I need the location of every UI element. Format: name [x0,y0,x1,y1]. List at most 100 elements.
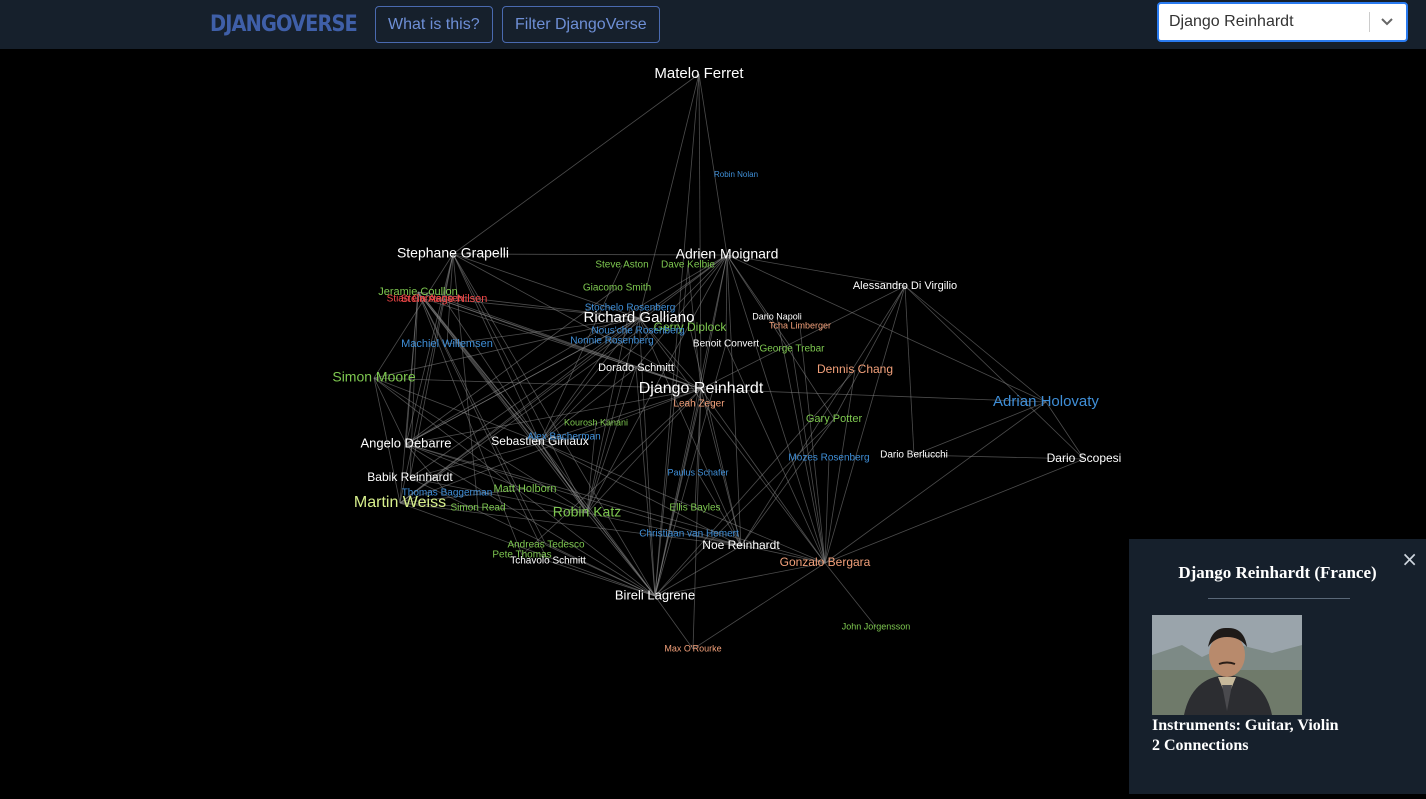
graph-node-label[interactable]: Ellis Bayles [669,503,720,514]
graph-node-label[interactable]: Stein Aage Nilsen [401,293,488,305]
graph-node-label[interactable]: Nous'che Rosenberg [591,326,684,337]
graph-node-label[interactable]: Benoit Convert [693,339,759,350]
graph-edge [405,254,728,445]
graph-edge [373,377,656,597]
graph-node-label[interactable]: Max O'Rourke [664,643,721,653]
graph-node-label[interactable]: Simon Moore [332,369,415,385]
graph-node-label[interactable]: Gerry Diplock [654,320,728,334]
graph-edge [424,298,541,443]
graph-edge [424,298,656,597]
graph-edge [409,253,454,479]
chevron-down-icon[interactable] [1378,12,1396,32]
graph-edge [405,443,448,494]
player-search-select[interactable]: Django Reinhardt [1157,2,1408,42]
graph-node-label[interactable]: Nonnie Rosenberg [570,336,653,347]
graph-edge [405,443,826,564]
graph-node-label[interactable]: Stian Carstensen [387,294,464,305]
graph-node-label[interactable]: Matelo Ferret [654,65,744,82]
graph-node-label[interactable]: Sebastien Giniaux [491,434,588,448]
graph-node-label[interactable]: George Trebar [759,344,825,355]
graph-edge [547,560,656,597]
graph-node-label[interactable]: Christiaan van Hemert [639,529,739,540]
graph-node-label[interactable]: Adrien Moignard [676,246,779,262]
graph-node-label[interactable]: Stochelo Rosenberg [585,303,676,314]
graph-node-label[interactable]: Gonzalo Bergara [780,555,871,569]
graph-edge [913,454,1085,460]
graph-node-label[interactable]: Dorado Schmitt [598,362,674,374]
graph-edge [539,340,613,443]
graph-node-label[interactable]: Alessandro Di Virgilio [853,280,957,292]
graph-edge [539,441,826,564]
graph-node-label[interactable]: Pete Thomas [492,550,551,561]
graph-edge [698,73,702,390]
graph-edge [409,317,640,479]
graph-edge [405,443,742,547]
graph-edge [725,254,728,345]
graph-node-label[interactable]: Tcha Limberger [769,320,831,330]
graph-edge [638,317,742,547]
graph-edge [740,418,835,547]
graph-node-label[interactable]: Dario Scopesi [1047,451,1122,465]
graph-node-label[interactable]: Martin Weiss [354,494,446,511]
graph-node-label[interactable]: Machiel Willemsen [401,338,493,350]
graph-node-label[interactable]: Dario Napoli [752,311,802,321]
graph-node-label[interactable]: Babik Reinhardt [367,470,453,484]
graph-node-label[interactable]: Angelo Debarre [360,435,451,450]
graph-node-label[interactable]: Adrian Holovaty [993,393,1099,410]
graph-node-label[interactable]: Stephane Grapelli [397,245,509,261]
graph-edge [692,388,702,650]
graph-edge [638,317,702,390]
graph-edge [635,254,728,369]
filter-button[interactable]: Filter DjangoVerse [502,6,660,43]
graph-edge [654,73,700,597]
graph-node-label[interactable]: Alex Bacherman [527,432,600,443]
graph-node-label[interactable]: Kourosh Kanani [564,417,628,427]
close-icon[interactable]: × [1401,547,1418,571]
graph-node-label[interactable]: Bireli Lagrene [615,587,695,602]
graph-edge [399,502,742,547]
graph-edge [654,264,689,597]
graph-node-label[interactable]: Dario Berlucchi [880,450,948,461]
graph-edge [452,253,702,390]
graph-edge [443,298,702,390]
graph-edge [417,291,588,514]
graph-node-label[interactable]: Paulus Schafer [667,467,728,477]
graph-node-label[interactable]: Matt Holborn [494,483,557,495]
graph-node-label[interactable]: Dave Kelbie [661,260,715,271]
graph-node-label[interactable]: Andreas Tedesco [507,540,585,551]
graph-edge [443,298,640,319]
graph-edge [545,544,656,597]
graph-node-label[interactable]: Dennis Chang [817,362,893,376]
graph-node-label[interactable]: Robin Katz [553,504,621,520]
graph-node-label[interactable]: Leah Zeger [673,399,725,410]
graph-node-label[interactable]: Thomas Baggerman [402,488,493,499]
graph-edge [791,348,826,564]
graph-edge [654,343,727,597]
graph-node-label[interactable]: Tchavolo Schmitt [510,556,586,567]
djangoverse-logo[interactable]: DJANGOVERSE [210,12,358,37]
graph-edge [726,254,826,564]
graph-edge [799,325,826,564]
graph-node-label[interactable]: John Jorgensson [842,621,911,631]
graph-edge [904,285,1085,460]
graph-edge [654,418,835,597]
graph-node-label[interactable]: Django Reinhardt [639,380,764,397]
graph-edge [586,512,656,597]
graph-node-label[interactable]: Simon Read [450,503,505,514]
graph-node-label[interactable]: Steve Aston [595,260,648,271]
graph-node-label[interactable]: Noe Reinhardt [702,538,780,552]
graph-edge [1045,401,1085,460]
graph-node-label[interactable]: Richard Galliano [584,309,695,326]
graph-node-label[interactable]: Gary Potter [806,413,863,425]
graph-node-label[interactable]: Giacomo Smith [583,283,651,294]
graph-edge [904,285,1047,403]
graph-node-label[interactable]: Jeramie Coullon [378,286,457,298]
graph-node-label[interactable]: Robin Nolan [714,170,758,179]
graph-node-label[interactable]: Mozes Rosenberg [788,453,869,464]
graph-edge [688,533,826,564]
graph-edge [539,441,656,597]
about-button[interactable]: What is this? [375,6,493,43]
graph-edge [586,254,728,514]
